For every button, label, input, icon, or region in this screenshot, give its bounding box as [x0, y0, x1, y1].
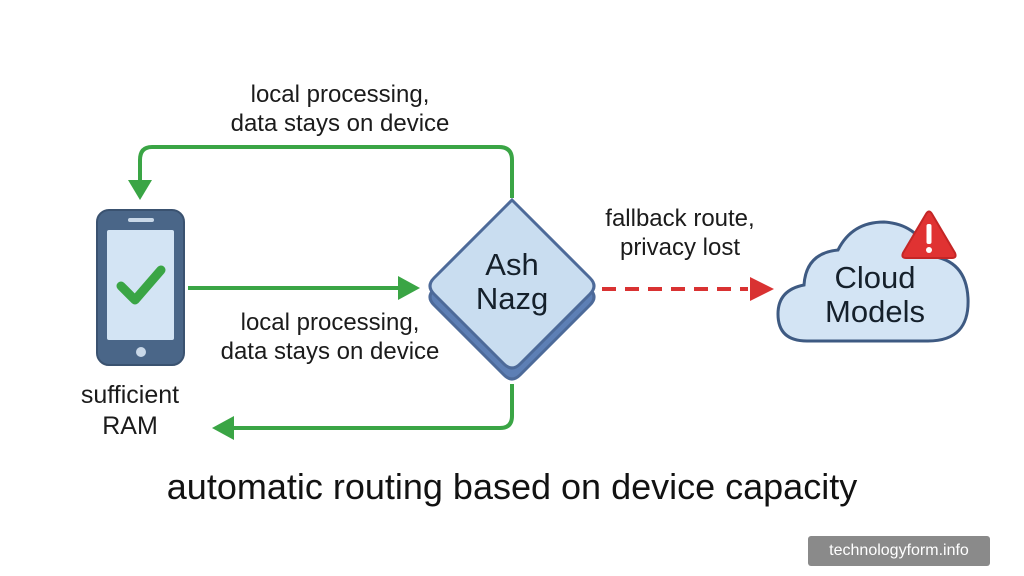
edge-label-line: privacy lost [619, 234, 741, 261]
edge-label-fallback: fallback route, privacy lost [560, 204, 800, 262]
edge-bottom-return-arrowhead [212, 416, 234, 440]
edge-label-line: fallback route, [605, 205, 755, 232]
warning-triangle-icon [901, 210, 957, 259]
edge-label-line: data stays on device [220, 338, 440, 365]
router-label: Ash Nazg [442, 248, 582, 316]
cloud-label-line: Cloud [834, 260, 916, 295]
device-label-line: RAM [102, 412, 158, 440]
edge-label-device-to-router: local processing, data stays on device [190, 308, 470, 366]
edge-device-to-router-arrowhead [398, 276, 420, 300]
edge-top-return-arrowhead [128, 180, 152, 200]
device-label: sufficient RAM [60, 380, 200, 442]
cloud-label: Cloud Models [790, 261, 960, 329]
edge-label-line: local processing, [240, 309, 420, 336]
edge-top-return [138, 145, 514, 198]
check-mark-icon [116, 265, 166, 305]
smartphone-icon [96, 209, 185, 366]
edge-bottom-return [232, 384, 514, 430]
edge-label-line: local processing, [250, 81, 430, 108]
edge-fallback-arrowhead [750, 277, 774, 301]
watermark: technologyform.info [808, 536, 990, 566]
router-label-line: Nazg [475, 281, 549, 316]
diagram-caption: automatic routing based on device capaci… [166, 466, 858, 507]
cloud-label-line: Models [825, 294, 925, 329]
router-node [428, 197, 596, 381]
device-label-line: sufficient [80, 381, 180, 409]
router-label-line: Ash [485, 247, 539, 282]
edge-label-line: data stays on device [230, 110, 450, 137]
edge-label-top-return: local processing, data stays on device [200, 80, 480, 138]
